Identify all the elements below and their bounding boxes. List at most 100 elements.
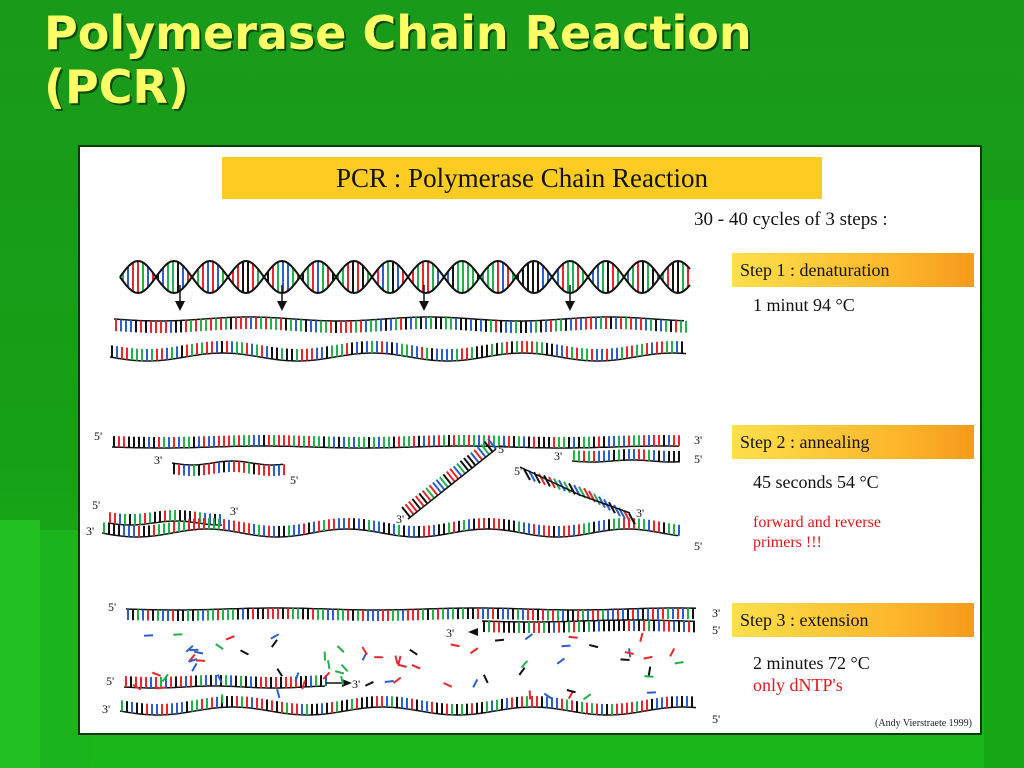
dntp bbox=[624, 651, 634, 655]
dntp bbox=[520, 660, 529, 669]
strand-label: 5' bbox=[694, 452, 702, 466]
dntp bbox=[443, 682, 453, 688]
dntp bbox=[270, 633, 280, 640]
dntp bbox=[276, 668, 283, 677]
dntp bbox=[161, 673, 169, 683]
step-3-condition: 2 minutes 72 °C bbox=[753, 653, 870, 673]
dntp bbox=[191, 662, 198, 672]
dntp bbox=[674, 661, 684, 665]
strand-label: 3' bbox=[554, 449, 562, 463]
figure-credit: (Andy Vierstraete 1999) bbox=[875, 718, 972, 729]
dntp bbox=[561, 644, 571, 648]
primer-base bbox=[439, 476, 449, 488]
primer-base bbox=[449, 468, 459, 480]
step-2-note-line: forward and reverse bbox=[753, 514, 881, 531]
dna-backbone bbox=[101, 528, 679, 538]
dntp bbox=[294, 672, 300, 682]
strand-label: 5' bbox=[712, 712, 720, 726]
strand-label: 5' bbox=[92, 498, 100, 512]
dntp bbox=[384, 680, 394, 683]
dntp bbox=[185, 644, 194, 653]
strand-label: 3' bbox=[712, 606, 720, 620]
dntp bbox=[647, 666, 652, 676]
dntp bbox=[397, 655, 402, 665]
dntp bbox=[215, 643, 224, 650]
background-block bbox=[0, 520, 40, 768]
dna-backbone bbox=[109, 352, 687, 362]
dntp bbox=[543, 692, 553, 700]
primer-base bbox=[411, 498, 422, 510]
strand-label: 3' bbox=[102, 702, 110, 716]
figure-header: PCR : Polymerase Chain Reaction bbox=[222, 157, 822, 199]
dntp bbox=[340, 663, 349, 672]
step-1-label: Step 1 : denaturation bbox=[732, 253, 974, 287]
dntp bbox=[397, 663, 407, 668]
dntp bbox=[450, 643, 460, 648]
strand-label: 3' bbox=[694, 433, 702, 447]
primer-base bbox=[598, 496, 606, 509]
dntp bbox=[469, 647, 479, 655]
slide-title-line: (PCR) bbox=[44, 60, 189, 114]
primer-backbone bbox=[519, 466, 631, 514]
strand-label: 3' bbox=[352, 677, 360, 691]
strand-label: 5' bbox=[694, 539, 702, 553]
dna-backbone bbox=[119, 259, 691, 295]
dntp bbox=[644, 675, 654, 678]
step-2-note-line: primers !!! bbox=[753, 534, 822, 551]
dna-backbone bbox=[113, 316, 685, 322]
primer-base bbox=[628, 512, 636, 525]
pcr-figure: 5'3'3'5'3'5'5'3'3'5'3'5'5'3'5'3'3'5'5'3'… bbox=[78, 145, 982, 735]
dntp bbox=[334, 670, 345, 675]
dntp bbox=[556, 657, 566, 665]
dntp bbox=[411, 664, 421, 670]
dntp bbox=[409, 648, 418, 656]
primer-base bbox=[476, 446, 487, 458]
dntp bbox=[155, 686, 165, 690]
primer-base bbox=[418, 492, 428, 505]
primer-base bbox=[445, 471, 456, 483]
primer-base bbox=[452, 465, 463, 477]
dna-backbone bbox=[119, 259, 691, 295]
strand-label: 5' bbox=[712, 623, 720, 637]
step-3-label: Step 3 : extension bbox=[732, 603, 974, 637]
dntp bbox=[669, 647, 676, 657]
dntp bbox=[270, 639, 278, 648]
strand-label: 3' bbox=[86, 524, 94, 538]
strand-label: 3' bbox=[636, 506, 644, 520]
primer-base bbox=[463, 457, 473, 469]
primer-base bbox=[456, 462, 466, 475]
strand-label: 3' bbox=[446, 626, 454, 640]
dntp bbox=[276, 688, 281, 699]
step-1-condition: 1 minut 94 °C bbox=[753, 295, 855, 315]
strand-label: 3' bbox=[154, 453, 162, 467]
primer-base bbox=[432, 481, 442, 494]
dntp bbox=[240, 649, 249, 656]
arrow-head bbox=[419, 301, 429, 311]
dna-backbone bbox=[119, 706, 697, 716]
dntp bbox=[193, 650, 204, 655]
dna-backbone bbox=[123, 685, 326, 689]
primer-base bbox=[414, 495, 425, 507]
step-3-note: only dNTP's bbox=[753, 675, 843, 695]
dntp bbox=[225, 635, 235, 641]
primer-base bbox=[435, 479, 446, 491]
primer-base bbox=[421, 490, 432, 502]
primer-base bbox=[523, 468, 531, 481]
primer-base bbox=[401, 506, 411, 518]
dntp bbox=[132, 683, 142, 691]
step-2-label: Step 2 : annealing bbox=[732, 425, 974, 459]
strand-label: 5' bbox=[94, 429, 102, 443]
primer-base bbox=[593, 493, 601, 506]
primer-base bbox=[408, 500, 418, 513]
dntp bbox=[361, 646, 368, 656]
arrow-head bbox=[175, 301, 185, 311]
dntp bbox=[188, 658, 198, 663]
dntp bbox=[482, 674, 489, 684]
slide-title: Polymerase Chain Reaction (PCR) bbox=[44, 6, 984, 114]
primer-base bbox=[428, 484, 439, 496]
dntp bbox=[566, 689, 576, 694]
primer-base bbox=[404, 503, 415, 515]
primer-base bbox=[583, 487, 591, 500]
dna-diagram: 5'3'3'5'3'5'5'3'3'5'3'5'5'3'5'3'3'5'5'3'… bbox=[86, 259, 720, 726]
strand-label: 5' bbox=[108, 600, 116, 614]
